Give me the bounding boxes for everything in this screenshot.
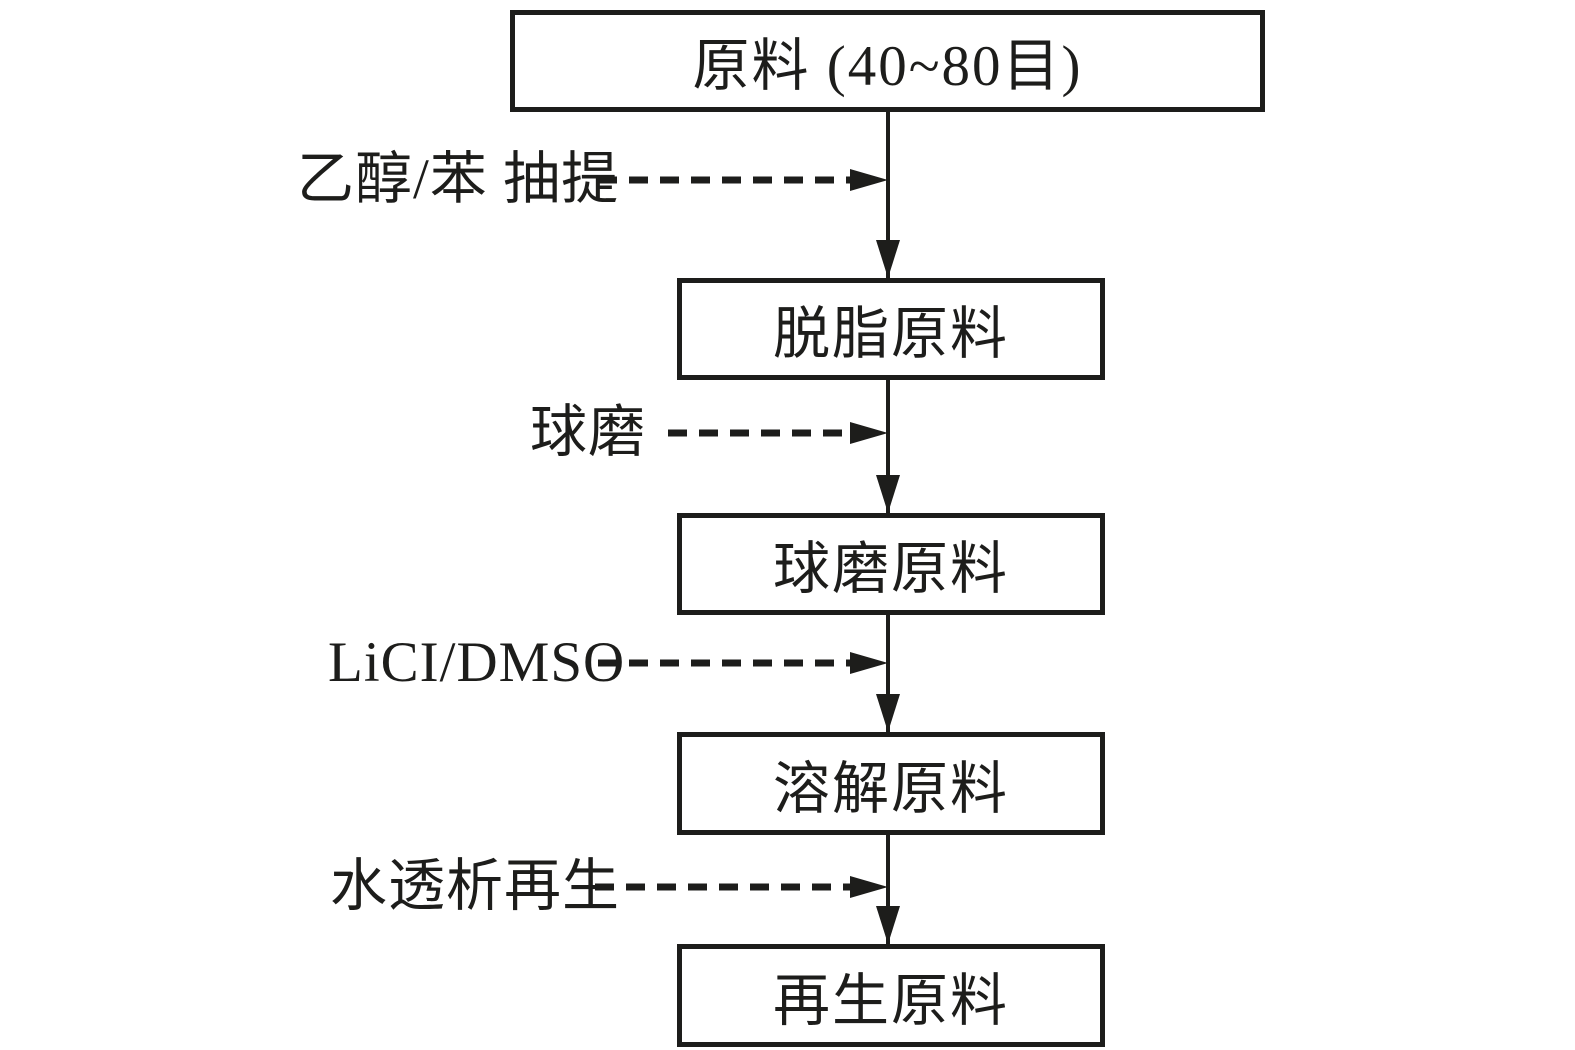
dashed-arrow-water-dialysis [595,875,888,899]
node-degreased-material: 脱脂原料 [677,278,1105,380]
process-label-ball-milling: 球磨 [530,401,646,464]
arrowhead-right-icon [850,422,888,444]
node-label: 再生原料 [773,969,1009,1033]
arrowhead-right-icon [850,876,888,898]
down-arrow-3 [886,615,890,732]
arrowhead-right-icon [850,652,888,674]
dashed-arrow-ball-milling [668,421,888,445]
node-label: 脱脂原料 [773,303,1009,366]
down-arrow-4 [886,835,890,944]
down-arrow-1 [886,112,890,278]
arrowhead-right-icon [850,169,888,191]
dashed-arrow-extraction [598,168,888,192]
node-label: 溶解原料 [773,757,1009,821]
process-label-licl-dmso: LiCI/DMSO [328,631,626,694]
dashed-line [598,176,852,184]
down-arrow-2 [886,380,890,513]
node-regenerated-material: 再生原料 [677,944,1105,1047]
process-label-extraction: 乙醇/苯 抽提 [297,148,620,211]
dashed-line [668,429,852,437]
dashed-line [595,883,852,891]
process-label-water-dialysis: 水透析再生 [330,855,620,918]
node-label: 原料 (40~80目) [692,35,1083,98]
node-label: 球磨原料 [773,538,1009,601]
dashed-line [598,659,852,667]
node-dissolved-material: 溶解原料 [677,732,1105,835]
node-ball-milled-material: 球磨原料 [677,513,1105,615]
node-raw-material: 原料 (40~80目) [510,10,1265,112]
dashed-arrow-licl-dmso [598,651,888,675]
